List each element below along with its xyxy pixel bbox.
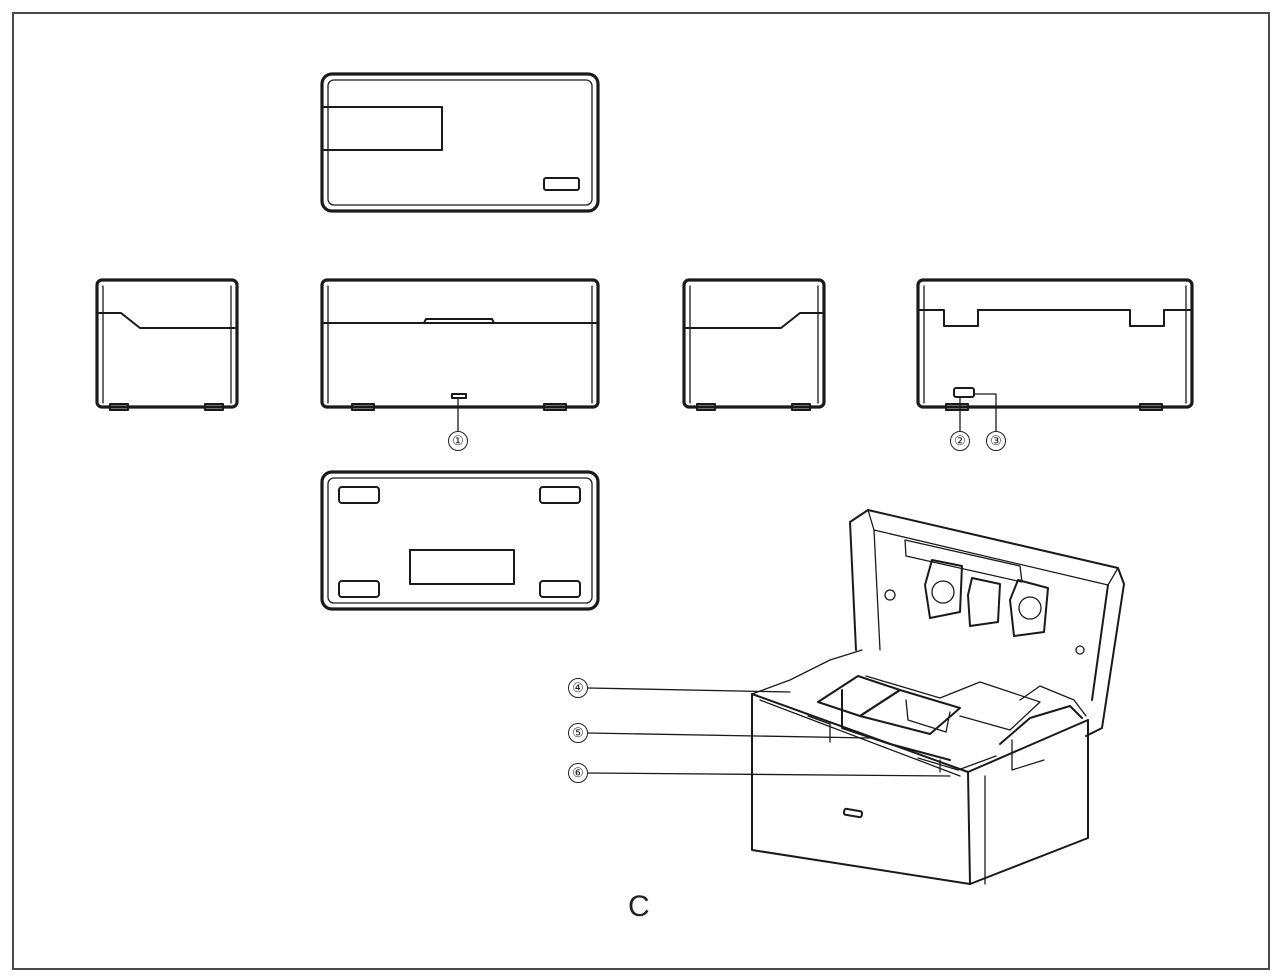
callout-5: ⑤ bbox=[568, 723, 588, 743]
callout-3: ③ bbox=[986, 431, 1006, 451]
back-view bbox=[916, 278, 1194, 432]
isometric-open-view bbox=[587, 509, 1125, 885]
callout-2: ② bbox=[950, 431, 970, 451]
figure-frame bbox=[12, 12, 1270, 970]
top-view bbox=[320, 72, 600, 213]
bottom-view bbox=[320, 470, 600, 611]
callout-4: ④ bbox=[568, 678, 588, 698]
callout-6: ⑥ bbox=[568, 763, 588, 783]
front-view bbox=[320, 278, 600, 432]
callout-1: ① bbox=[448, 431, 468, 451]
right-side-view bbox=[682, 278, 826, 411]
left-side-view bbox=[95, 278, 239, 411]
figure-label: C bbox=[628, 890, 650, 923]
